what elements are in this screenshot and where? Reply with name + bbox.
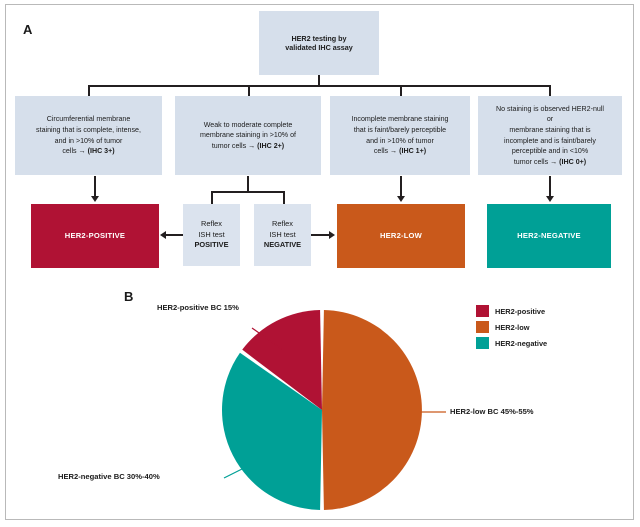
criteria-ihc0-line2: or — [546, 115, 554, 124]
legend-swatch-her2-negative — [476, 337, 489, 349]
connector-drop-ihc1 — [400, 85, 402, 96]
connector-ihc2-bar — [211, 191, 284, 193]
connector-root-bar — [88, 85, 550, 87]
criteria-ihc0-line3: membrane staining that is — [509, 125, 591, 134]
connector-drop-ihc0 — [549, 85, 551, 96]
criteria-box-ihc3: Circumferential membrane staining that i… — [15, 96, 162, 175]
reflex-positive-line3: POSITIVE — [194, 240, 229, 250]
criteria-ihc3-tail: cells → (IHC 3+) — [62, 146, 114, 157]
result-label-her2-low: HER2-LOW — [379, 231, 423, 241]
connector-reflex-positive-to-positive — [166, 234, 183, 236]
criteria-ihc2-line2: membrane staining in >10% of — [199, 131, 297, 140]
connector-ihc2-stem — [247, 176, 249, 192]
reflex-box-positive: Reflex ISH test POSITIVE — [183, 204, 240, 266]
root-box-line2: validated IHC assay — [285, 43, 353, 52]
connector-drop-ihc3 — [88, 85, 90, 96]
arrowhead-reflex-positive-to-positive — [160, 231, 166, 239]
criteria-ihc1-tail-bold: (IHC 1+) — [399, 147, 427, 156]
legend-label-her2-positive: HER2-positive — [495, 306, 546, 316]
criteria-ihc1-line1: Incomplete membrane staining — [351, 115, 449, 124]
legend-label-her2-negative: HER2-negative — [495, 338, 548, 348]
pie-slice-her2-negative — [221, 352, 322, 510]
criteria-ihc3-line3: and in >10% of tumor — [54, 136, 123, 145]
legend-swatch-her2-positive — [476, 305, 489, 317]
pie-chart-svg — [221, 310, 446, 510]
criteria-ihc2-tail-bold: (IHC 2+) — [257, 141, 285, 150]
pie-chart: HER2-positive BC 15% HER2-negative BC 30… — [0, 286, 640, 526]
connector-ihc1-to-low — [400, 176, 402, 197]
result-box-her2-low: HER2-LOW — [337, 204, 465, 268]
criteria-ihc1-line3: and in >10% of tumor — [366, 136, 434, 145]
legend-label-her2-low: HER2-low — [495, 322, 530, 332]
connector-reflex-negative-to-low — [311, 234, 329, 236]
reflex-box-negative: Reflex ISH test NEGATIVE — [254, 204, 311, 266]
criteria-ihc1-tail: cells → (IHC 1+) — [374, 146, 426, 157]
result-box-her2-negative: HER2-NEGATIVE — [487, 204, 611, 268]
reflex-negative-line2: ISH test — [269, 229, 296, 239]
legend-item-her2-positive: HER2-positive — [476, 303, 626, 319]
criteria-ihc0-tail-bold: (IHC 0+) — [559, 157, 587, 166]
reflex-negative-line3: NEGATIVE — [263, 240, 302, 250]
criteria-ihc2-line1: Weak to moderate complete — [203, 120, 293, 129]
connector-drop-ihc2 — [248, 85, 250, 96]
root-box-her2-testing: HER2 testing by validated IHC assay — [259, 11, 379, 75]
criteria-ihc0-line5: perceptible and in <10% — [511, 147, 589, 156]
pie-annotation-her2-negative: HER2-negative BC 30%-40% — [58, 472, 160, 481]
connector-ihc3-to-positive — [94, 176, 96, 197]
connector-drop-reflex-negative — [283, 191, 285, 204]
connector-root-stem — [318, 75, 320, 86]
criteria-ihc3-line2: staining that is complete, intense, — [36, 125, 141, 134]
pie-legend: HER2-positive HER2-low HER2-negative — [476, 303, 626, 351]
result-label-her2-negative: HER2-NEGATIVE — [517, 231, 581, 241]
legend-item-her2-negative: HER2-negative — [476, 335, 626, 351]
criteria-box-ihc2: Weak to moderate complete membrane stain… — [175, 96, 321, 175]
arrowhead-ihc0-to-negative — [546, 196, 554, 202]
criteria-ihc0-tail-plain: tumor cells → — [513, 157, 560, 166]
criteria-ihc3-tail-bold: (IHC 3+) — [87, 147, 115, 156]
criteria-ihc1-line2: that is faint/barely perceptible — [353, 125, 447, 134]
criteria-ihc3-line1: Circumferential membrane — [46, 115, 131, 124]
leader-line-her2-positive — [251, 327, 284, 351]
criteria-box-ihc1: Incomplete membrane staining that is fai… — [330, 96, 470, 175]
legend-swatch-her2-low — [476, 321, 489, 333]
criteria-ihc0-line4: incomplete and is faint/barely — [504, 136, 596, 145]
criteria-ihc3-tail-plain: cells → — [62, 147, 88, 156]
result-box-her2-positive: HER2-POSITIVE — [31, 204, 159, 268]
criteria-box-ihc0: No staining is observed HER2-null or mem… — [478, 96, 622, 175]
reflex-positive-line2: ISH test — [198, 229, 225, 239]
connector-ihc0-to-negative — [549, 176, 551, 197]
criteria-ihc0-line1: No staining is observed HER2-null — [495, 104, 605, 113]
pie-annotation-her2-low: HER2-low BC 45%-55% — [450, 407, 534, 416]
legend-item-her2-low: HER2-low — [476, 319, 626, 335]
arrowhead-reflex-negative-to-low — [329, 231, 335, 239]
pie-annotation-her2-positive: HER2-positive BC 15% — [157, 303, 239, 312]
panel-b-letter: B — [124, 289, 134, 304]
result-label-her2-positive: HER2-POSITIVE — [64, 231, 126, 241]
pie-slice-her2-low — [322, 310, 422, 510]
arrowhead-ihc1-to-low — [397, 196, 405, 202]
criteria-ihc0-tail: tumor cells → (IHC 0+) — [514, 157, 586, 168]
reflex-positive-line1: Reflex — [201, 218, 222, 228]
connector-drop-reflex-positive — [211, 191, 213, 204]
leader-line-her2-negative — [223, 464, 251, 479]
arrowhead-ihc3-to-positive — [91, 196, 99, 202]
criteria-ihc2-tail: tumor cells → (IHC 2+) — [212, 141, 284, 152]
root-box-line1: HER2 testing by — [291, 33, 347, 43]
criteria-ihc1-tail-plain: cells → — [373, 147, 400, 156]
criteria-ihc2-tail-plain: tumor cells → — [211, 141, 258, 150]
reflex-negative-line1: Reflex — [272, 218, 293, 228]
panel-a-letter: A — [23, 22, 33, 37]
